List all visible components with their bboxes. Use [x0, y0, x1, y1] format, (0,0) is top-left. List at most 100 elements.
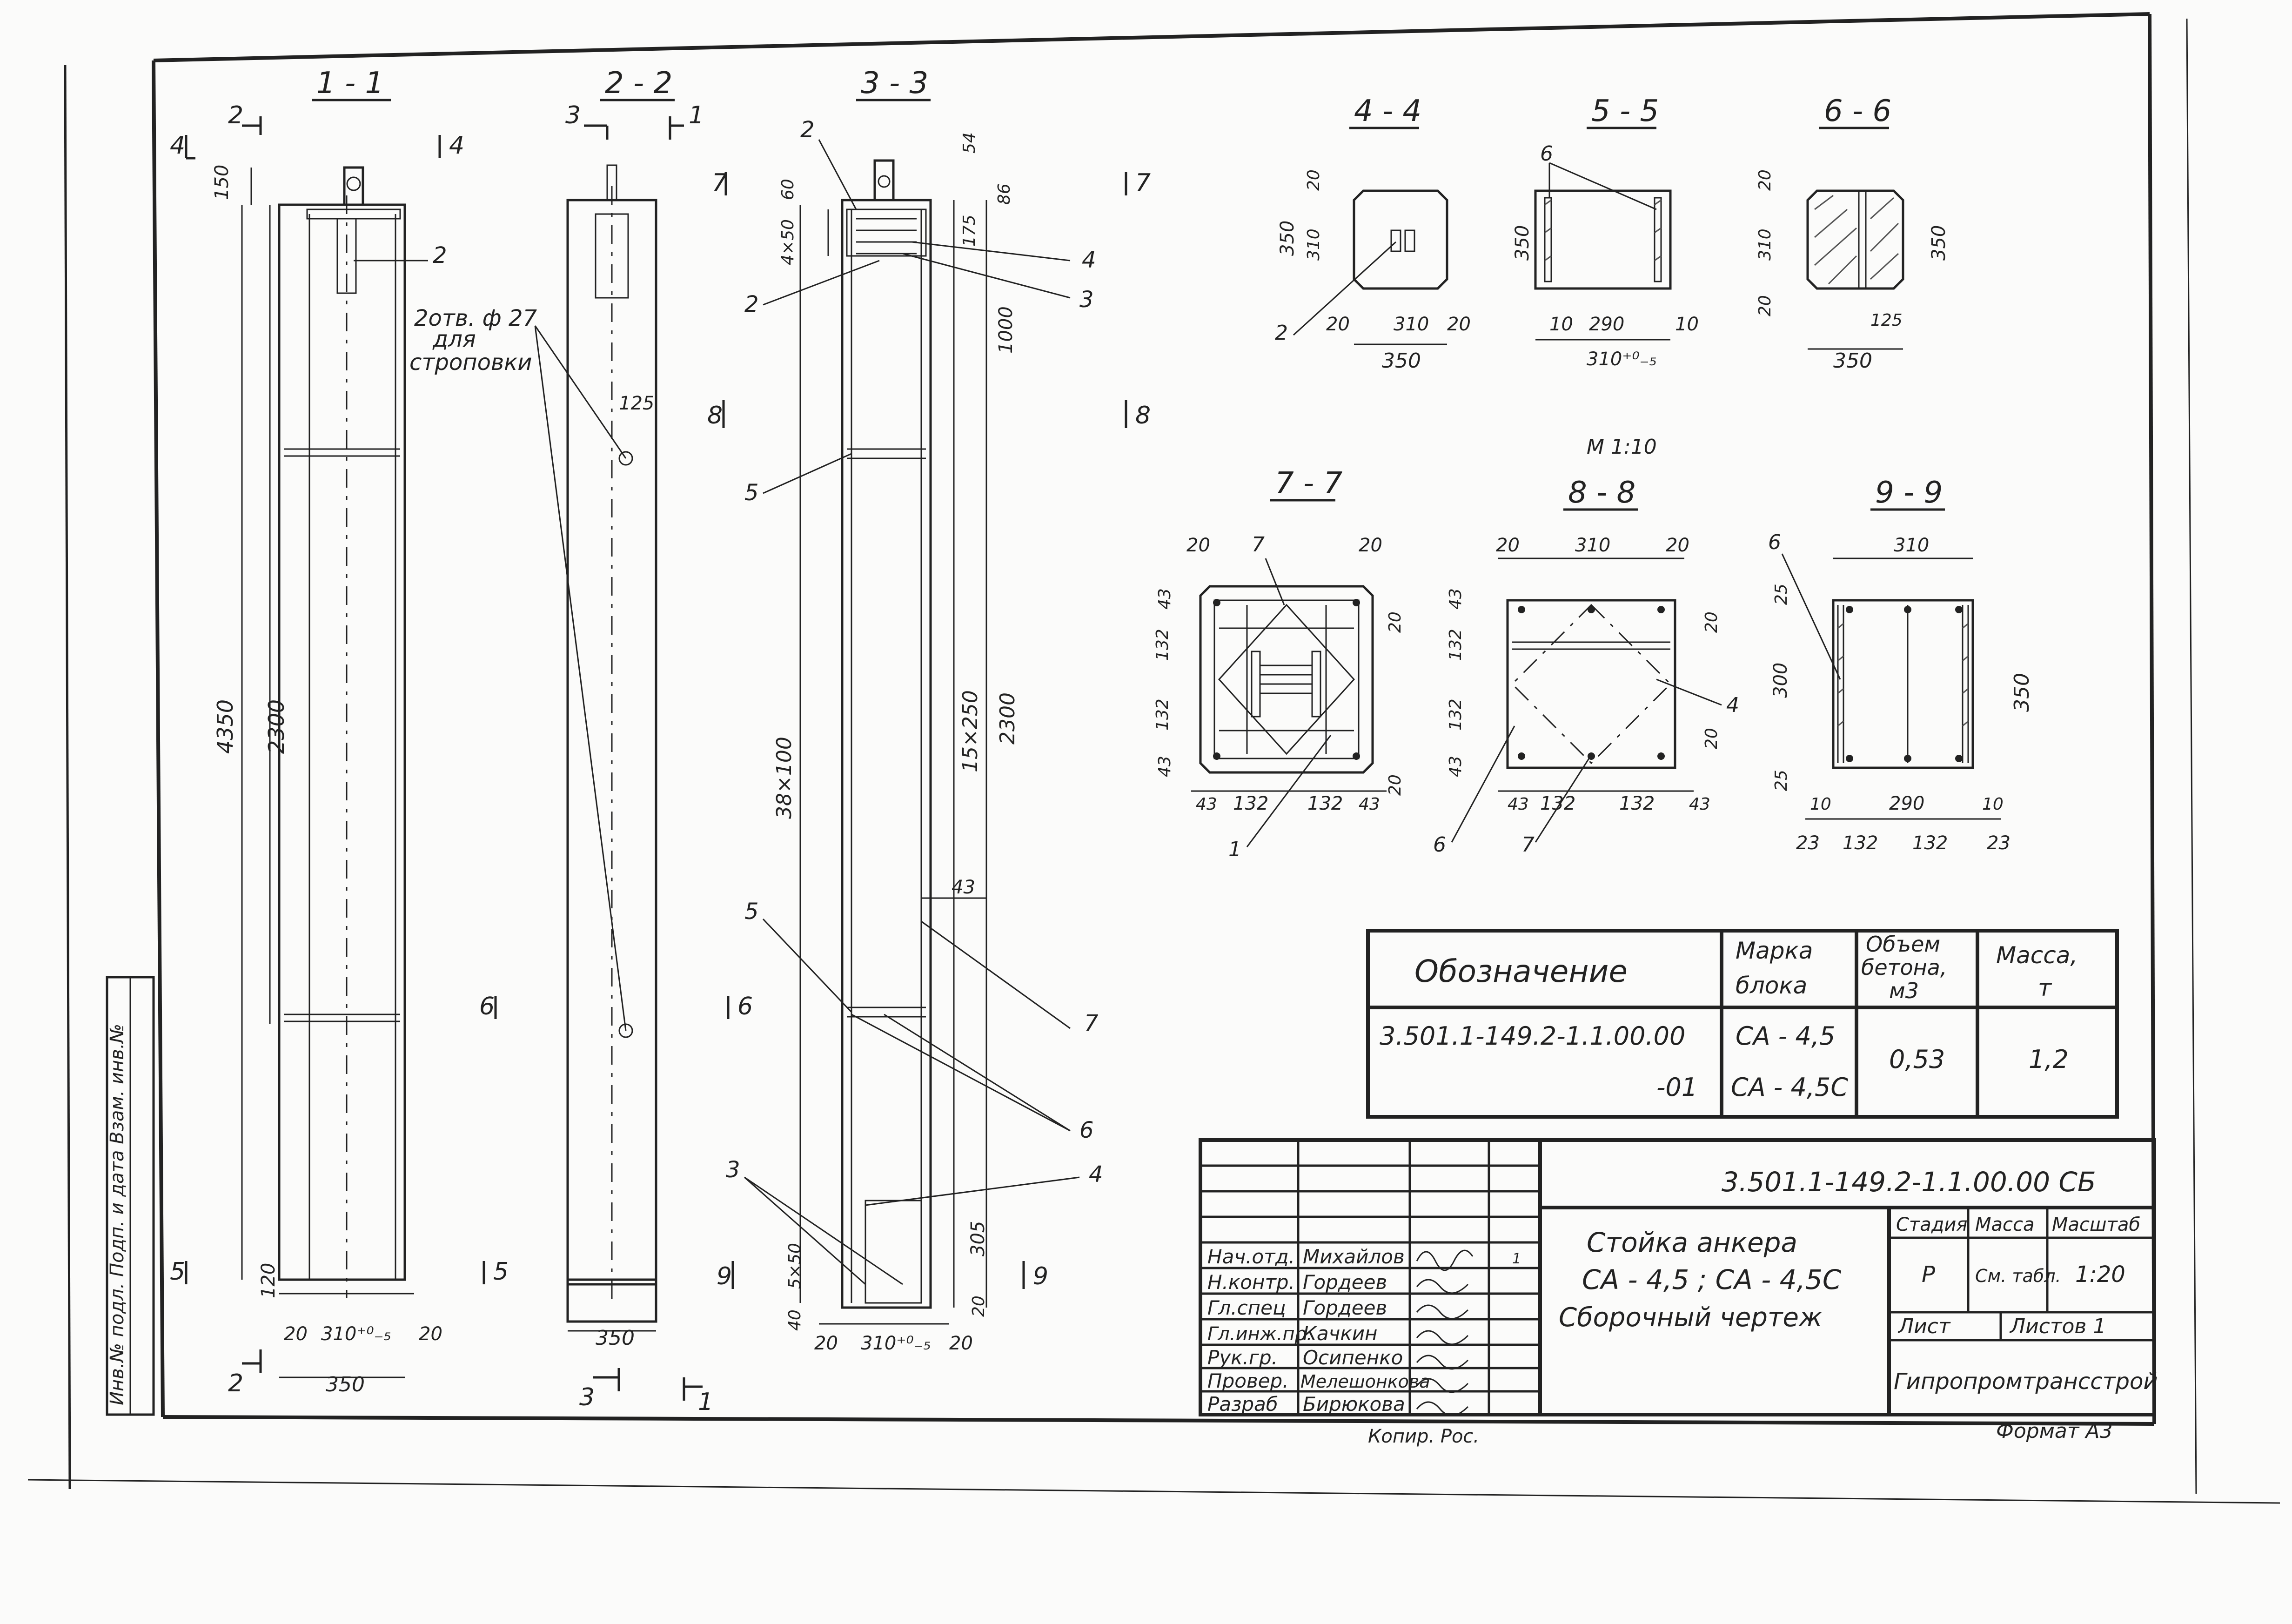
dim-5x50: 5×50 [785, 1243, 804, 1289]
dim-125-s22: 125 [619, 393, 654, 414]
dim-15x250: 15×250 [958, 690, 982, 772]
dim-20-left: 20 [284, 1323, 308, 1345]
dim-350-s99v: 350 [2010, 673, 2034, 712]
title-line-1: Стойка анкера [1587, 1227, 1797, 1258]
format-note: Формат А3 [1996, 1419, 2113, 1443]
section-5-5-view: 5 - 5 6 350 10 290 10 310⁺⁰₋₅ [1512, 94, 1699, 370]
mark-5-left: 5 [170, 1258, 185, 1286]
section-marks-left: 2 4 4 5 5 2 [170, 101, 509, 1397]
mark-3-bottom: 3 [579, 1383, 595, 1411]
spec-row1-designation: 3.501.1-149.2-1.1.00.00 [1380, 1021, 1685, 1051]
dim-38x100: 38×100 [772, 737, 796, 819]
dim-4350: 4350 [213, 699, 238, 754]
dim-132-s88-d: 132 [1619, 793, 1655, 814]
dim-310-s44-b: 310 [1394, 314, 1429, 335]
role-5: Провер. [1207, 1369, 1289, 1392]
callout-6-s55: 6 [1540, 142, 1553, 166]
name-6: Бирюкова [1303, 1393, 1405, 1416]
section-5-5-title: 5 - 5 [1591, 94, 1659, 128]
name-0: Михайлов [1303, 1245, 1405, 1268]
role-6: Разраб [1207, 1393, 1278, 1416]
mass-value: См. табл. [1975, 1266, 2061, 1286]
callout-6-s88: 6 [1433, 833, 1446, 857]
dim-2300: 2300 [264, 699, 289, 754]
dim-20-s44: 20 [1304, 169, 1323, 191]
dim-10-s99-b: 10 [1982, 795, 2004, 814]
dim-20-s66: 20 [1756, 169, 1775, 191]
mark-8-left: 8 [707, 402, 723, 429]
dim-1000: 1000 [995, 306, 1017, 354]
dim-350: 350 [326, 1373, 365, 1396]
label-sheets: Листов 1 [2009, 1315, 2106, 1338]
dim-350-s66v: 350 [1928, 225, 1950, 261]
dim-20-s77-r2: 20 [1386, 774, 1405, 796]
section-7-7-view: 7 - 7 20 20 7 43 132 132 43 20 20 43 132… [1153, 466, 1405, 861]
callout-1-s77: 1 [1228, 838, 1241, 861]
dim-2300-s33: 2300 [996, 692, 1019, 745]
section-4-4-view: 4 - 4 20 310 350 2 20 310 20 350 [1275, 94, 1471, 373]
spec-header-volume-1: Объем [1866, 932, 1940, 957]
section-7-7-title: 7 - 7 [1275, 466, 1343, 501]
mark-1-bottom: 1 [698, 1388, 713, 1416]
mark-4-right: 4 [449, 132, 464, 160]
dim-350-s44: 350 [1382, 349, 1421, 373]
title-line-3: Сборочный чертеж [1559, 1302, 1822, 1333]
callout-3b-s33: 3 [726, 1157, 740, 1183]
dim-20-s88-r: 20 [1702, 611, 1721, 633]
mark-9-right: 9 [1033, 1262, 1048, 1290]
dim-120: 120 [258, 1263, 279, 1298]
dim-310: 310⁺⁰₋₅ [321, 1323, 391, 1345]
dim-132-s88-c: 132 [1540, 793, 1575, 814]
dim-132-s77-d: 132 [1307, 793, 1343, 814]
mark-1-top: 1 [689, 101, 704, 129]
callout-6-s33: 6 [1079, 1117, 1094, 1143]
dim-20-s77-r: 20 [1386, 611, 1405, 633]
spec-header-mass-2: т [2038, 974, 2052, 1001]
dim-290-s55: 290 [1589, 314, 1624, 335]
dim-20-s77-tl: 20 [1186, 535, 1210, 556]
dim-23-s99-a: 23 [1796, 832, 1820, 854]
section-9-9-view: 9 - 9 310 6 25 300 25 350 10 290 10 23 [1768, 476, 2034, 854]
dim-132-s99-a: 132 [1843, 832, 1878, 854]
dim-132-s77-c: 132 [1233, 793, 1268, 814]
section-8-8-view: 8 - 8 20 310 20 43 132 132 43 20 20 43 1… [1433, 476, 1739, 857]
callout-4b-s33: 4 [1089, 1161, 1103, 1188]
dim-132-s88-b: 132 [1446, 698, 1465, 731]
section-4-4-title: 4 - 4 [1354, 94, 1421, 128]
mark-9-left: 9 [717, 1262, 732, 1290]
spec-header-volume-2: бетона, [1861, 955, 1947, 980]
callout-3-s33: 3 [1079, 287, 1094, 313]
spec-row1-mark: СА - 4,5 [1736, 1021, 1835, 1051]
stage-value: Р [1922, 1262, 1935, 1288]
spec-header-mark-2: блока [1736, 972, 1807, 999]
section-6-6-view: 6 - 6 20 310 20 350 125 350 [1756, 94, 1950, 373]
callout-7-s88: 7 [1521, 833, 1535, 857]
callout-4-s33: 4 [1082, 247, 1096, 273]
title-line-2: СА - 4,5 ; СА - 4,5С [1582, 1264, 1842, 1295]
note-holes-line3: строповки [409, 349, 532, 376]
mark-6-left: 6 [479, 993, 495, 1020]
mark-4-left: 4 [170, 132, 185, 160]
dim-350-s66: 350 [1833, 349, 1872, 373]
dim-132-s99-b: 132 [1912, 832, 1948, 854]
dim-20-s66b: 20 [1756, 295, 1775, 316]
dim-86: 86 [995, 183, 1014, 205]
name-5: Мелешонкова [1300, 1371, 1430, 1392]
side-stamp: Инв.№ подл. Подп. и дата Взам. инв.№ [107, 1024, 128, 1405]
callout-7-s33: 7 [1084, 1010, 1099, 1036]
organization: Гипропромтрансстрой [1894, 1369, 2158, 1395]
dim-20-right: 20 [419, 1323, 442, 1345]
scale-value: 1:20 [2075, 1262, 2125, 1288]
copied-note: Копир. Рос. [1368, 1426, 1479, 1447]
scale-note: М 1:10 [1587, 435, 1657, 459]
name-3: Качкин [1303, 1322, 1378, 1345]
dim-310-s44: 310 [1304, 228, 1323, 261]
spec-header-mark-1: Марка [1736, 937, 1813, 964]
mark-6-right: 6 [737, 993, 753, 1020]
dim-10-s55a: 10 [1549, 314, 1573, 335]
dim-350-s44v: 350 [1277, 221, 1298, 256]
callout-7-s77: 7 [1252, 533, 1265, 557]
callout-2-s33: 2 [744, 291, 759, 317]
dim-40: 40 [785, 1309, 804, 1331]
